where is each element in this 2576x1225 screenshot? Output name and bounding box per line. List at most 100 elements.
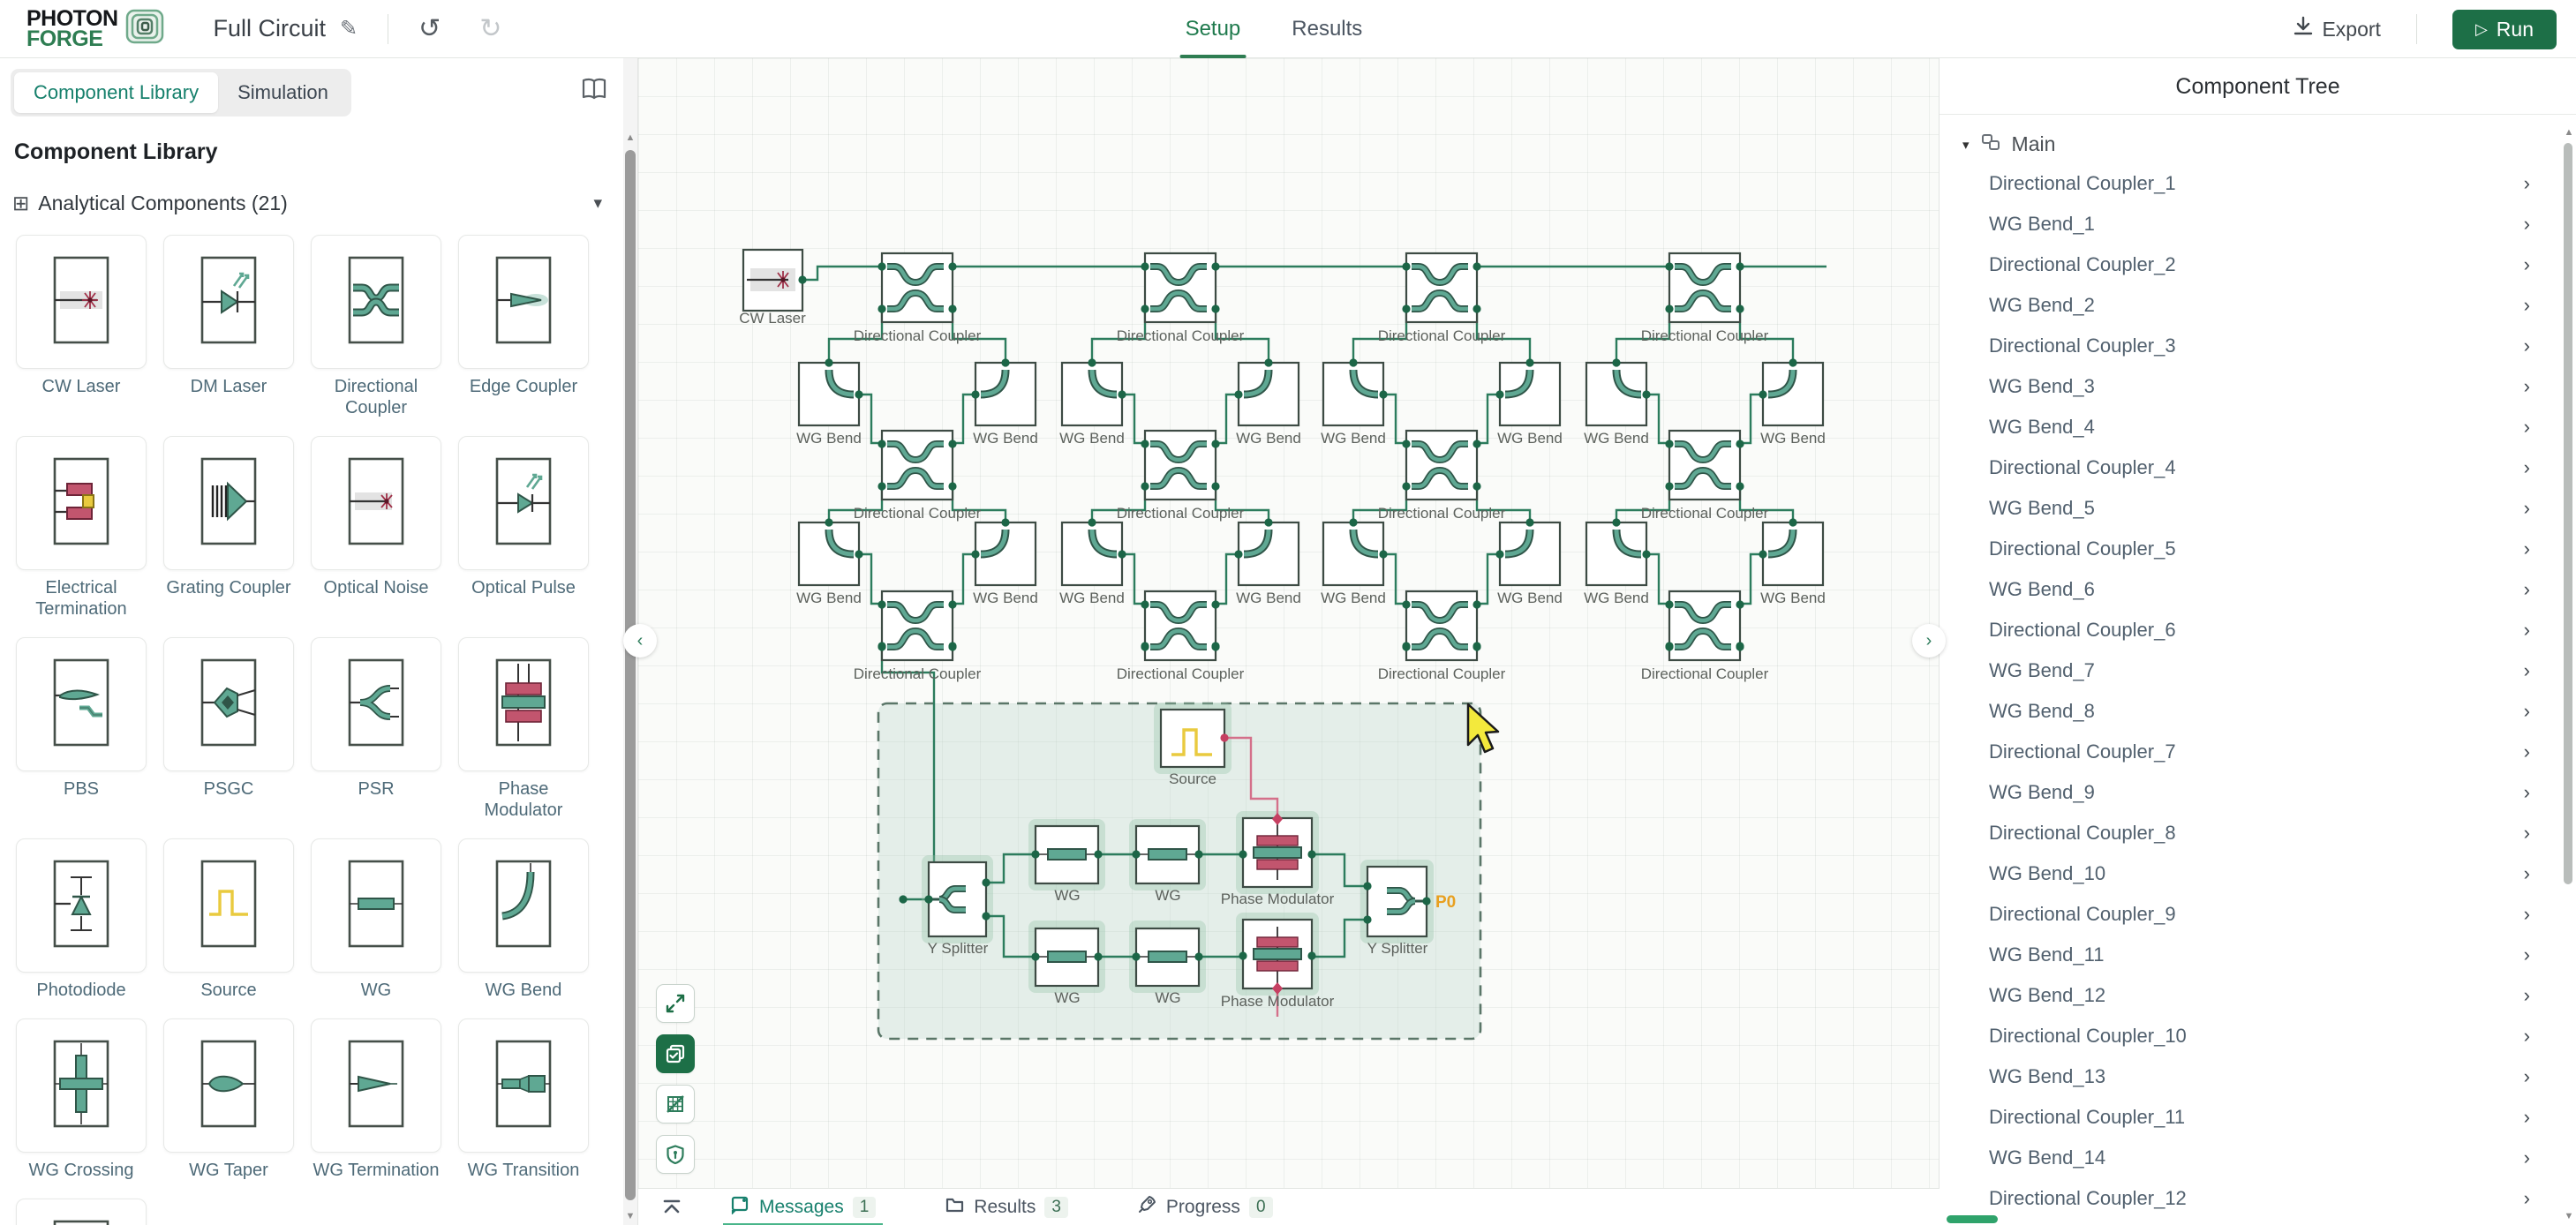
chevron-right-icon[interactable]: › [2523,1065,2530,1087]
tree-item[interactable]: WG Bend_11 › [1989,943,2530,966]
library-item[interactable]: WG [311,838,441,1001]
tree-item[interactable]: WG Bend_9 › [1989,781,2530,803]
caret-down-icon[interactable]: ▾ [1962,137,1970,153]
scroll-up-icon[interactable]: ▲ [2564,127,2574,138]
tab-results[interactable]: Results [1292,17,1363,41]
chevron-right-icon[interactable]: › [2523,172,2530,194]
tree-item[interactable]: Directional Coupler_2 › [1989,253,2530,275]
tab-simulation[interactable]: Simulation [237,81,328,103]
library-item[interactable]: WG Taper [163,1018,294,1181]
chevron-right-icon[interactable]: › [2523,781,2530,803]
collapse-caret-icon[interactable]: ▾ [593,194,602,213]
tree-item[interactable]: Directional Coupler_8 › [1989,822,2530,844]
expand-dock-button[interactable] [661,1199,682,1216]
chevron-right-icon[interactable]: › [2523,578,2530,600]
chevron-right-icon[interactable]: › [2523,1187,2530,1209]
collapse-right-panel-button[interactable]: › [1912,624,1946,658]
tab-setup[interactable]: Setup [1179,0,1246,58]
library-item[interactable]: Photodiode [16,838,147,1001]
library-item[interactable]: Directional Coupler [311,235,441,418]
library-item[interactable]: WG Termination [311,1018,441,1181]
toggle-grid-button[interactable] [656,1085,695,1124]
tree-item[interactable]: WG Bend_4 › [1989,416,2530,438]
library-item[interactable]: Optical Noise [311,436,441,620]
library-book-icon[interactable] [581,78,607,105]
tree-item[interactable]: Directional Coupler_6 › [1989,619,2530,641]
chevron-right-icon[interactable]: › [2523,619,2530,641]
dock-tab-progress[interactable]: Progress 0 [1130,1189,1280,1225]
tree-item[interactable]: WG Bend_5 › [1989,497,2530,519]
library-item[interactable]: Optical Pulse [458,436,589,620]
redo-button[interactable]: ↻ [479,14,502,43]
library-item[interactable]: Source [163,838,294,1001]
chevron-right-icon[interactable]: › [2523,1146,2530,1169]
dock-tab-results[interactable]: Results 3 [938,1189,1075,1225]
edit-title-icon[interactable]: ✎ [340,17,358,41]
library-item[interactable]: Grating Coupler [163,436,294,620]
scroll-up-icon[interactable]: ▲ [625,132,636,143]
chevron-right-icon[interactable]: › [2523,984,2530,1006]
tree-item[interactable]: WG Bend_12 › [1989,984,2530,1006]
library-item[interactable]: DM Laser [163,235,294,418]
chevron-right-icon[interactable]: › [2523,416,2530,438]
tree-item[interactable]: Directional Coupler_3 › [1989,334,2530,357]
undo-button[interactable]: ↺ [418,14,441,43]
tree-item[interactable]: WG Bend_2 › [1989,294,2530,316]
chevron-right-icon[interactable]: › [2523,822,2530,844]
tree-item[interactable]: WG Bend_8 › [1989,700,2530,722]
chevron-right-icon[interactable]: › [2523,659,2530,681]
chevron-right-icon[interactable]: › [2523,862,2530,884]
chevron-right-icon[interactable]: › [2523,456,2530,478]
tree-item[interactable]: WG Bend_13 › [1989,1065,2530,1087]
library-item[interactable]: PSGC [163,637,294,821]
library-item[interactable]: PBS [16,637,147,821]
multi-select-button[interactable] [656,1034,695,1073]
library-item[interactable]: Edge Coupler [458,235,589,418]
tab-component-library[interactable]: Component Library [14,72,219,113]
analytical-components-section[interactable]: ⊞ Analytical Components (21) ▾ [12,192,602,214]
chevron-right-icon[interactable]: › [2523,537,2530,560]
tree-item[interactable]: Directional Coupler_4 › [1989,456,2530,478]
tree-item[interactable]: Directional Coupler_9 › [1989,903,2530,925]
collapse-left-panel-button[interactable]: ‹ [623,624,657,658]
library-item[interactable]: PSR [311,637,441,821]
run-button[interactable]: ▷ Run [2452,9,2557,49]
tree-item[interactable]: WG Bend_10 › [1989,862,2530,884]
tree-item[interactable]: WG Bend_6 › [1989,578,2530,600]
tree-item[interactable]: Directional Coupler_1 › [1989,172,2530,194]
library-item[interactable]: Y Splitter [16,1199,147,1225]
chevron-right-icon[interactable]: › [2523,253,2530,275]
chevron-right-icon[interactable]: › [2523,903,2530,925]
chevron-right-icon[interactable]: › [2523,334,2530,357]
tree-horizontal-scrollbar[interactable] [1947,1215,1998,1223]
chevron-right-icon[interactable]: › [2523,700,2530,722]
export-button[interactable]: Export [2294,16,2381,42]
tree-item[interactable]: WG Bend_3 › [1989,375,2530,397]
chevron-right-icon[interactable]: › [2523,943,2530,966]
chevron-right-icon[interactable]: › [2523,294,2530,316]
library-item[interactable]: WG Bend [458,838,589,1001]
tree-item[interactable]: WG Bend_7 › [1989,659,2530,681]
chevron-right-icon[interactable]: › [2523,1025,2530,1047]
library-item[interactable]: Electrical Termination [16,436,147,620]
library-item[interactable]: WG Transition [458,1018,589,1181]
chevron-right-icon[interactable]: › [2523,1106,2530,1128]
tree-item[interactable]: Directional Coupler_7 › [1989,740,2530,763]
tree-root-main[interactable]: ▾ Main [1962,132,2056,155]
tree-item[interactable]: Directional Coupler_11 › [1989,1106,2530,1128]
library-item[interactable]: CW Laser [16,235,147,418]
tree-scrollbar[interactable]: ▲ ▼ [2564,58,2574,1225]
scroll-down-icon[interactable]: ▼ [2564,1211,2574,1221]
library-item[interactable]: Phase Modulator [458,637,589,821]
chevron-right-icon[interactable]: › [2523,375,2530,397]
fit-view-button[interactable] [656,984,695,1023]
dock-tab-messages[interactable]: Messages 1 [723,1189,884,1225]
chevron-right-icon[interactable]: › [2523,740,2530,763]
lock-shield-button[interactable] [656,1135,695,1174]
tree-item[interactable]: Directional Coupler_5 › [1989,537,2530,560]
tree-item[interactable]: WG Bend_14 › [1989,1146,2530,1169]
chevron-right-icon[interactable]: › [2523,497,2530,519]
scroll-down-icon[interactable]: ▼ [625,1211,636,1221]
